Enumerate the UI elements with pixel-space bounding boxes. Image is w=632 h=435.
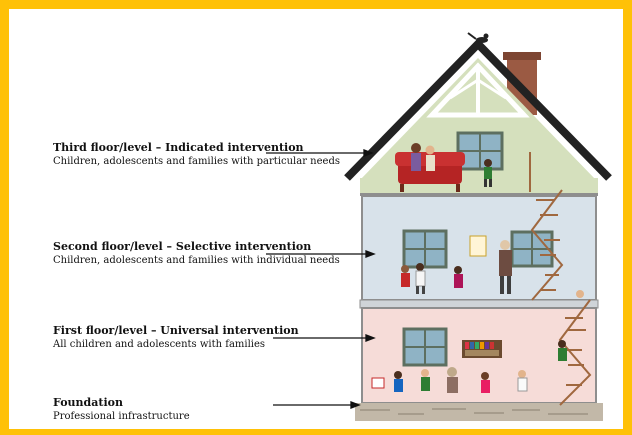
second-level-title: Second floor/level – Selective intervent… bbox=[53, 240, 312, 253]
level-pointers bbox=[266, 149, 376, 409]
first-level-label: First floor/level – Universal interventi… bbox=[53, 324, 343, 351]
third-level-title: Third floor/level – Indicated interventi… bbox=[53, 141, 304, 154]
foundation bbox=[355, 403, 603, 421]
first-floor-figures bbox=[371, 340, 567, 393]
bookshelf bbox=[462, 340, 502, 358]
family-figures bbox=[411, 143, 492, 187]
second-floor-window-left bbox=[402, 229, 448, 269]
drawing-icon bbox=[469, 235, 487, 257]
chimney-cap bbox=[503, 52, 541, 60]
foundation-title: Foundation bbox=[53, 396, 123, 409]
second-floor-figures bbox=[401, 235, 584, 298]
second-level-desc: Children, adolescents and families with … bbox=[53, 255, 340, 266]
staircase bbox=[529, 152, 592, 406]
first-level-desc: All children and adolescents with famili… bbox=[53, 339, 266, 350]
foundation-desc: Professional infrastructure bbox=[53, 411, 190, 422]
bird-icon bbox=[467, 32, 489, 43]
third-level-desc: Children, adolescents and families with … bbox=[53, 156, 340, 167]
foundation-label: Foundation Professional infrastructure bbox=[53, 396, 343, 423]
second-level-label: Second floor/level – Selective intervent… bbox=[53, 240, 343, 267]
roof bbox=[344, 38, 612, 181]
first-level-title: First floor/level – Universal interventi… bbox=[53, 324, 299, 337]
attic-window bbox=[456, 131, 504, 171]
second-floor-window-right bbox=[510, 230, 554, 268]
first-floor-window bbox=[402, 327, 448, 367]
third-level-label: Third floor/level – Indicated interventi… bbox=[53, 141, 343, 168]
